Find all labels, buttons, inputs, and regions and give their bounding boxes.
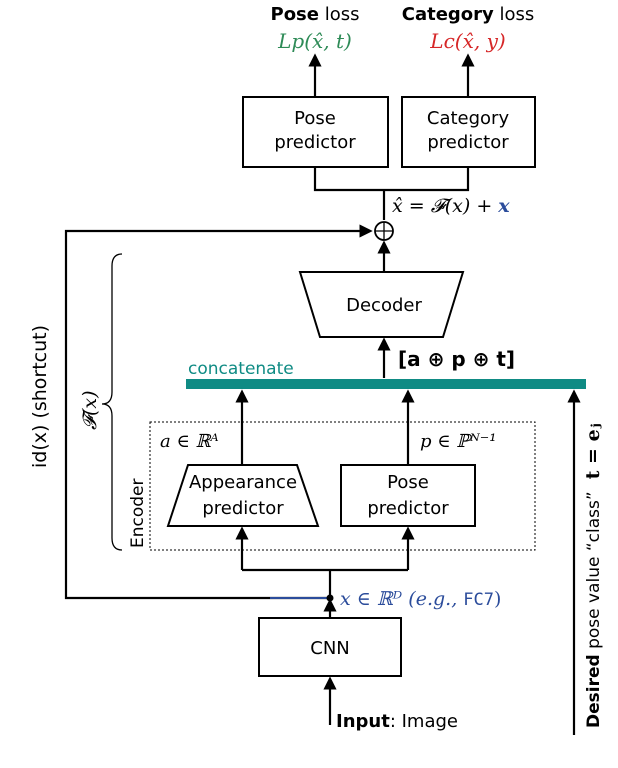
appearance-predictor-box	[166, 464, 320, 527]
pose-predictor-enc-label-2: predictor	[367, 498, 449, 519]
desired-pose-label: Desired pose value “class”t = eⱼ	[582, 423, 604, 728]
x-space-label: x ∈ ℝᴰ (e.g., FC7)	[340, 588, 501, 610]
shortcut-path	[64, 224, 373, 600]
decoder-box	[298, 271, 465, 338]
input-label: Input: Image	[336, 711, 458, 732]
pose-predictor-enc-box	[340, 464, 476, 527]
concatenate-label: concatenate	[188, 359, 294, 379]
sum-formula: x̂ = 𝓕(x) + x	[392, 195, 510, 217]
appearance-predictor-label-2: predictor	[202, 498, 284, 519]
pose-loss-formula: Lp(x̂, t)	[277, 29, 352, 53]
category-predictor-label: Category	[427, 108, 510, 129]
encoder-region	[149, 421, 536, 551]
split-connector	[313, 168, 470, 192]
appearance-predictor-label: Appearance	[189, 472, 297, 493]
shortcut-label: id(x) (shortcut)	[29, 325, 51, 468]
category-predictor-label-2: predictor	[427, 132, 509, 153]
category-predictor-box	[401, 96, 536, 168]
cnn-box	[258, 617, 402, 677]
pose-predictor-top-box	[242, 96, 389, 168]
concat-formula: [a ⊕ p ⊕ t]	[398, 347, 515, 371]
category-loss-title: Category loss	[402, 4, 535, 25]
fx-label: 𝓕(x)	[79, 390, 101, 430]
fx-brace	[101, 253, 123, 551]
pose-predictor-enc-label: Pose	[387, 472, 429, 493]
pose-predictor-top-label: Pose	[294, 108, 336, 129]
a-space-label: a ∈ ℝᴬ	[160, 431, 219, 452]
concatenate-bar	[186, 379, 586, 389]
decoder-label: Decoder	[346, 295, 422, 316]
p-space-label: p ∈ ℙᴺ⁻¹	[420, 431, 496, 452]
pose-predictor-top-label-2: predictor	[274, 132, 356, 153]
x-node	[326, 594, 334, 602]
encoder-label: Encoder	[128, 478, 148, 548]
cnn-label: CNN	[310, 638, 350, 659]
category-loss-formula: Lc(x̂, y)	[429, 29, 505, 53]
pose-loss-title: Pose loss	[271, 4, 360, 25]
